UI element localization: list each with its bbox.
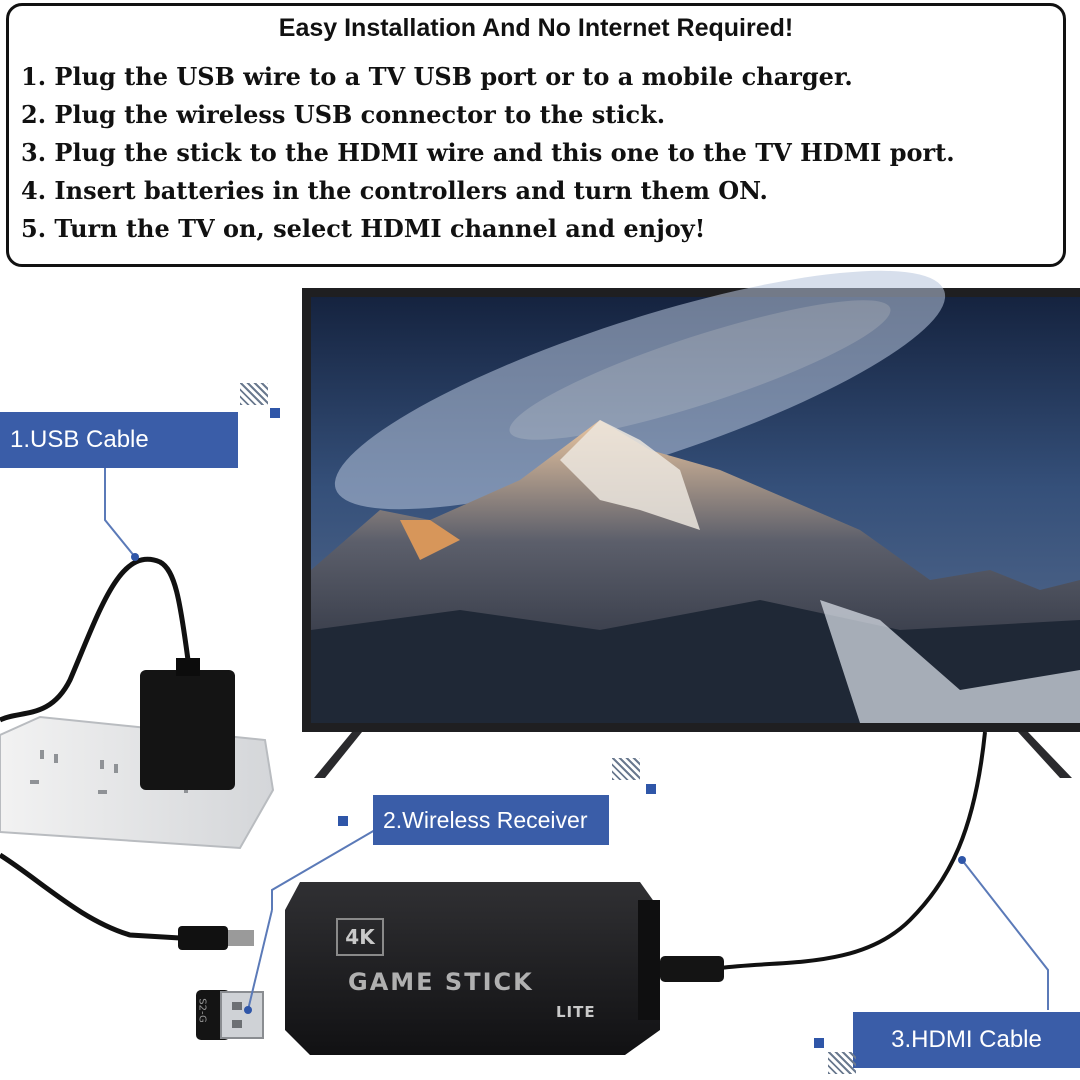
step-5: 5. Turn the TV on, select HDMI channel a… xyxy=(21,214,706,243)
stick-edition-text: LITE xyxy=(556,1003,596,1021)
step-3: 3. Plug the stick to the HDMI wire and t… xyxy=(21,138,955,167)
tv-leg-left xyxy=(314,732,362,778)
steps-list: 1. Plug the USB wire to a TV USB port or… xyxy=(21,58,955,248)
step-4: 4. Insert batteries in the controllers a… xyxy=(21,176,768,205)
tv-leg-right xyxy=(1018,732,1072,778)
micro-usb-plug xyxy=(178,926,228,950)
step-2: 2. Plug the wireless USB connector to th… xyxy=(21,100,666,129)
hdmi-plug xyxy=(660,956,724,982)
setup-illustration: 4K GAME STICK LITE S2-G 1.USB Cable 2.Wi… xyxy=(0,270,1080,1080)
instructions-box: Easy Installation And No Internet Requir… xyxy=(6,3,1066,267)
receiver-leader-dot xyxy=(244,1006,252,1014)
illustration-svg xyxy=(0,270,1080,1055)
game-stick xyxy=(285,882,660,1055)
hdmi-cable-wire xyxy=(719,731,987,970)
receiver-leader-line xyxy=(271,829,376,910)
milky-way xyxy=(334,270,946,510)
mountain-range xyxy=(311,420,1080,723)
hdmi-leader-line xyxy=(961,859,1049,1010)
usb-charger xyxy=(140,658,235,790)
receiver-label-square-right xyxy=(646,784,656,794)
usb-label-square xyxy=(270,408,280,418)
step-1: 1. Plug the USB wire to a TV USB port or… xyxy=(21,62,853,91)
hdmi-label-hatch xyxy=(828,1052,856,1074)
hdmi-label-square xyxy=(814,1038,824,1048)
tv xyxy=(302,270,1080,778)
dongle-print: S2-G xyxy=(196,998,208,1023)
stick-4k-badge: 4K xyxy=(336,918,384,956)
instructions-title: Easy Installation And No Internet Requir… xyxy=(278,14,794,42)
micro-usb-tip xyxy=(228,930,254,946)
hdmi-leader-dot xyxy=(958,856,966,864)
wireless-dongle xyxy=(196,990,264,1040)
usb-cable-label: 1.USB Cable xyxy=(0,412,238,468)
usb-leader-dot xyxy=(131,553,139,561)
receiver-label-square-left xyxy=(338,816,348,826)
hdmi-cable-label: 3.HDMI Cable xyxy=(853,1012,1080,1068)
usb-label-hatch xyxy=(240,383,268,405)
usb-cable-wire-lower xyxy=(0,852,181,941)
usb-cable-wire xyxy=(0,557,191,723)
usb-leader-line xyxy=(104,455,136,558)
stick-brand-text: GAME STICK xyxy=(348,968,534,996)
receiver-label-hatch xyxy=(612,758,640,780)
wireless-receiver-label: 2.Wireless Receiver xyxy=(373,795,609,845)
